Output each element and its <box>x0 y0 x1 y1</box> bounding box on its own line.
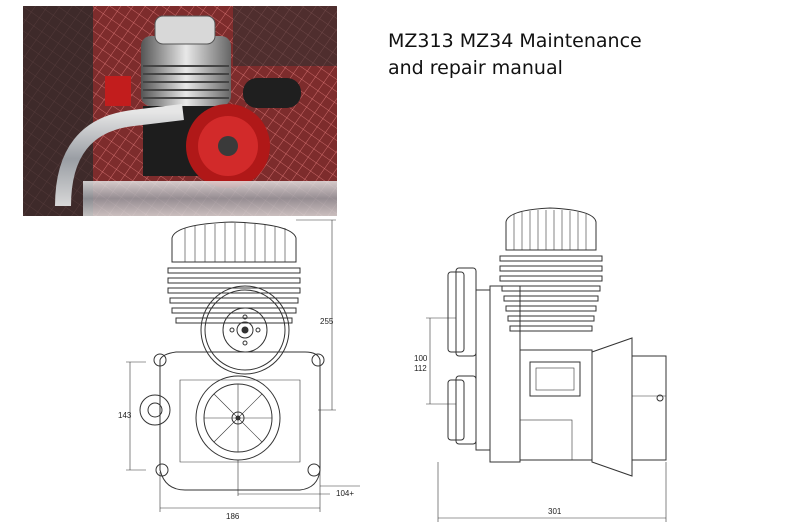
dim-offset-label: 104+ <box>336 489 354 498</box>
dim-length-label: 301 <box>548 507 562 516</box>
document-title: MZ313 MZ34 Maintenance and repair manual <box>388 28 642 82</box>
engine-photo <box>23 6 337 216</box>
dim-pulley-2-label: 112 <box>414 364 427 373</box>
engine-photo-illustration <box>23 6 337 216</box>
title-line-1: MZ313 MZ34 Maintenance <box>388 30 642 52</box>
dim-side-label: 143 <box>118 411 132 420</box>
dim-pulley-1-label: 100 <box>414 354 428 363</box>
dim-width-label: 186 <box>226 512 240 521</box>
dim-height-label: 255 <box>320 317 334 326</box>
front-view-drawing <box>126 219 360 512</box>
title-line-2: and repair manual <box>388 57 563 79</box>
side-view-drawing <box>426 207 667 522</box>
